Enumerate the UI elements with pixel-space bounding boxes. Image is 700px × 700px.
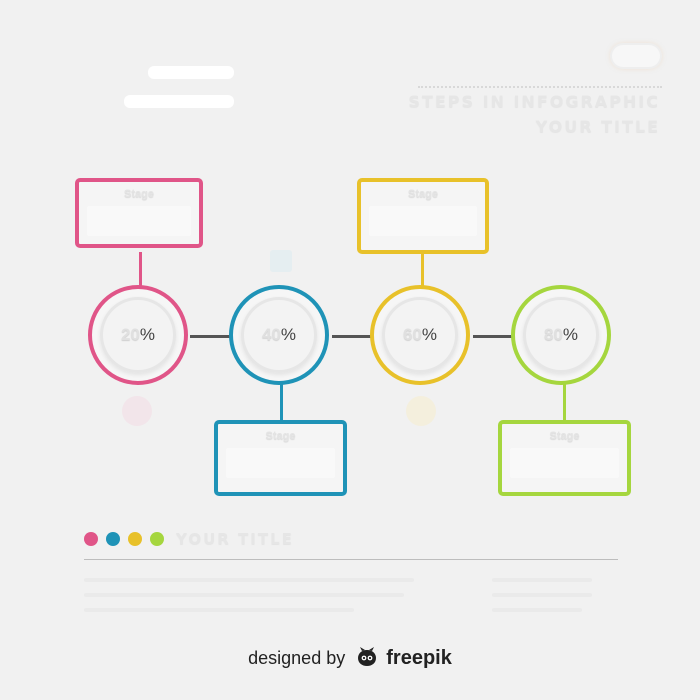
step-3-vconnector [421, 252, 424, 286]
step-2-percent: 40% [261, 325, 297, 344]
paragraph-line [492, 593, 592, 597]
step-1-box-title: Stage [124, 188, 154, 200]
step-2-ghost-triangle [270, 250, 292, 272]
step-4-inner-circle: 80% [523, 297, 599, 373]
footer-brand: freepik [386, 647, 452, 669]
step-3-ring: 60% [370, 285, 470, 385]
header-title-line1: STEPS IN INFOGRAPHIC [408, 92, 660, 111]
step-2-box-title: Stage [265, 430, 296, 442]
step-2-box-text [226, 448, 335, 478]
paragraph-line [84, 608, 354, 612]
paragraph-line [492, 608, 582, 612]
freepik-logo-icon [356, 647, 378, 672]
step-3-inner-circle: 60% [382, 297, 458, 373]
legend-dot-yellow [128, 532, 142, 546]
header-dotted-line [418, 86, 662, 88]
step-1-box-text [87, 206, 191, 236]
footer-credit: designed by freepik [0, 647, 700, 672]
header-title-line2: YOUR TITLE [535, 117, 660, 136]
step-2-vconnector [280, 384, 283, 422]
legend-title: YOUR TITLE [176, 530, 294, 548]
step-4-ring: 80% [511, 285, 611, 385]
step-2-box: Stage [214, 420, 347, 496]
step-3-box: Stage [357, 178, 489, 254]
step-1-ring: 20% [88, 285, 188, 385]
step-3-percent: 60% [402, 325, 438, 344]
step-1-percent: 20% [120, 325, 156, 344]
step-1-box: Stage [75, 178, 203, 248]
legend-dot-green [150, 532, 164, 546]
step-3-box-text [369, 206, 477, 236]
step-2-inner-circle: 40% [241, 297, 317, 373]
step-1-ghost-circle [122, 396, 152, 426]
step-3-ghost-circle [406, 396, 436, 426]
step-2-ring: 40% [229, 285, 329, 385]
connector-1-2 [190, 335, 230, 338]
step-4-percent: 80% [543, 325, 579, 344]
paragraph-line [492, 578, 592, 582]
header-bar-top [148, 66, 234, 79]
legend-dot-blue [106, 532, 120, 546]
connector-3-4 [473, 335, 513, 338]
paragraph-line [84, 593, 404, 597]
step-4-box-text [510, 448, 619, 478]
legend-divider [84, 559, 618, 560]
connector-2-3 [332, 335, 372, 338]
paragraph-line [84, 578, 414, 582]
step-4-vconnector [563, 384, 566, 422]
step-1-inner-circle: 20% [100, 297, 176, 373]
footer-prefix: designed by [248, 648, 346, 668]
step-4-box: Stage [498, 420, 631, 496]
header-bar-bottom [124, 95, 234, 108]
step-3-box-title: Stage [408, 188, 438, 200]
step-4-box-title: Stage [549, 430, 580, 442]
legend-dot-pink [84, 532, 98, 546]
header-pill [612, 45, 660, 67]
step-1-vconnector [139, 252, 142, 286]
